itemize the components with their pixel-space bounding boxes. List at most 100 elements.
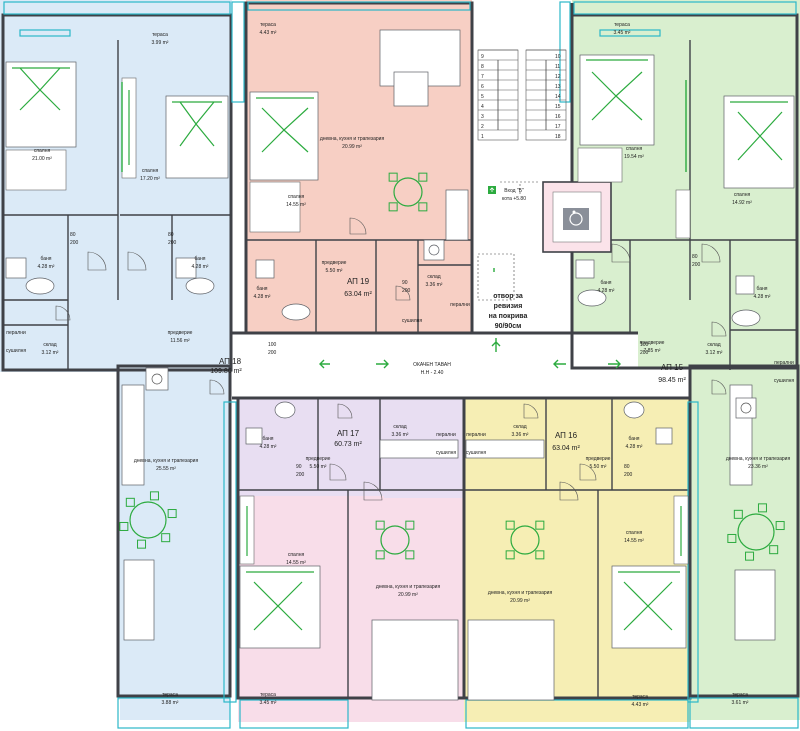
apartment-labels: АП 18 109.86 m² АП 19 63.04 m² АП 15 98.…: [210, 277, 686, 452]
room-name: предверие: [322, 260, 347, 266]
door-swing: [579, 463, 597, 481]
apartment-area: 63.04 m²: [552, 445, 580, 452]
room-name: тераса: [260, 22, 276, 28]
room-area: 4.28 m²: [626, 444, 643, 450]
room-area: 3.36 m²: [426, 282, 443, 288]
room-name: тераса: [152, 32, 168, 38]
dimension: 100: [640, 342, 649, 348]
room-name: тераса: [732, 692, 748, 698]
chair-icon: [733, 509, 743, 519]
room-name: дневна, кухня и трапезария: [488, 590, 553, 596]
stair-step-number: 7: [481, 74, 484, 80]
chair-icon: [119, 521, 129, 531]
door-swing: [559, 481, 579, 501]
revision-note-4: 90/90см: [495, 323, 522, 330]
apartment-label: АП 16: [555, 431, 578, 440]
bed-icon: [5, 61, 77, 148]
bed-icon: [239, 565, 321, 649]
apartment-area: 109.86 m²: [210, 368, 242, 375]
stair-step-number: 5: [481, 94, 484, 100]
beds: [5, 54, 795, 649]
dimension: 200: [402, 288, 411, 294]
room-area: 4.28 m²: [598, 288, 615, 294]
room-name: предверие: [306, 456, 331, 462]
room-name: тераса: [162, 692, 178, 698]
room-name: перални: [774, 360, 794, 366]
room-name: спалня: [626, 530, 643, 536]
chair-icon: [757, 503, 767, 513]
room-name: дневна, кухня и трапезария: [376, 584, 441, 590]
table-icon: [510, 525, 540, 555]
chair-icon: [775, 521, 785, 531]
stair-step-number: 2: [481, 124, 484, 130]
chair-icon: [745, 551, 755, 561]
bed-icon: [249, 91, 319, 181]
revision-note-3: на покрива: [489, 313, 528, 320]
accessible-wc: [542, 181, 612, 253]
room-name: склад: [43, 342, 56, 348]
room-area: 14.55 m²: [286, 560, 306, 566]
chair-icon: [375, 520, 385, 530]
room-name: перални: [436, 432, 456, 438]
dimension: 90: [296, 464, 302, 470]
corridor-arrows: [319, 268, 621, 369]
table-icon: [393, 177, 423, 207]
stair-step-number: 16: [555, 114, 561, 120]
stair-step-number: 3: [481, 114, 484, 120]
doors: [55, 217, 727, 501]
apartment-area: 60.73 m²: [334, 441, 362, 448]
room-name: склад: [513, 424, 526, 430]
stair-step-number: 15: [555, 104, 561, 110]
chair-icon: [167, 509, 177, 519]
room-name: предверие: [586, 456, 611, 462]
room-name: сушилня: [436, 450, 456, 456]
chair-icon: [727, 533, 737, 543]
door-swing: [127, 251, 147, 271]
bed-icon: [579, 54, 655, 146]
stair-step-number: 14: [555, 94, 561, 100]
stair-step-number: 17: [555, 124, 561, 130]
dimension: 200: [168, 240, 177, 246]
room-name: дневна, кухня и трапезария: [320, 136, 385, 142]
stair-step-number: 11: [555, 64, 560, 70]
room-name: баня: [257, 286, 268, 292]
dimension: 90: [402, 280, 408, 286]
kitchens: [121, 189, 757, 486]
room-name: сушилня: [6, 348, 26, 354]
zone-corridor: [232, 332, 638, 398]
dimension: 200: [70, 240, 79, 246]
room-area: 4.28 m²: [192, 264, 209, 270]
stair-step-number: 12: [555, 74, 561, 80]
room-name: тераса: [614, 22, 630, 28]
room-name: дневна, кухня и трапезария: [134, 458, 199, 464]
table-icon: [737, 513, 775, 551]
room-name: баня: [629, 436, 640, 442]
wheelchair-icon: [563, 208, 589, 230]
zone-stair: [472, 0, 572, 332]
dimension: 200: [268, 350, 277, 356]
room-area: 11.56 m²: [170, 338, 190, 344]
room-name: спалня: [288, 552, 305, 558]
dimension: 200: [296, 472, 305, 478]
door-swing: [523, 403, 539, 419]
room-name: предверие: [640, 340, 665, 346]
chair-icon: [388, 202, 398, 212]
room-area: 4.43 m²: [632, 702, 649, 708]
corridor-ceiling-label: ОКАЧЕН ТАВАН: [413, 362, 451, 368]
chair-icon: [535, 520, 545, 530]
room-name: перални: [466, 432, 486, 438]
room-name: баня: [601, 280, 612, 286]
table-icon: [129, 501, 167, 539]
sofas: [123, 29, 776, 701]
room-name: склад: [393, 424, 406, 430]
dining-tables: [119, 172, 785, 561]
stair-step-number: 8: [481, 64, 484, 70]
bathrooms: [5, 257, 761, 445]
room-area: 20.99 m²: [398, 592, 418, 598]
room-name: баня: [757, 286, 768, 292]
dimension: 80: [70, 232, 76, 238]
room-area: 7.85 m²: [644, 348, 661, 354]
bed-icon: [723, 95, 795, 189]
chair-icon: [137, 539, 147, 549]
